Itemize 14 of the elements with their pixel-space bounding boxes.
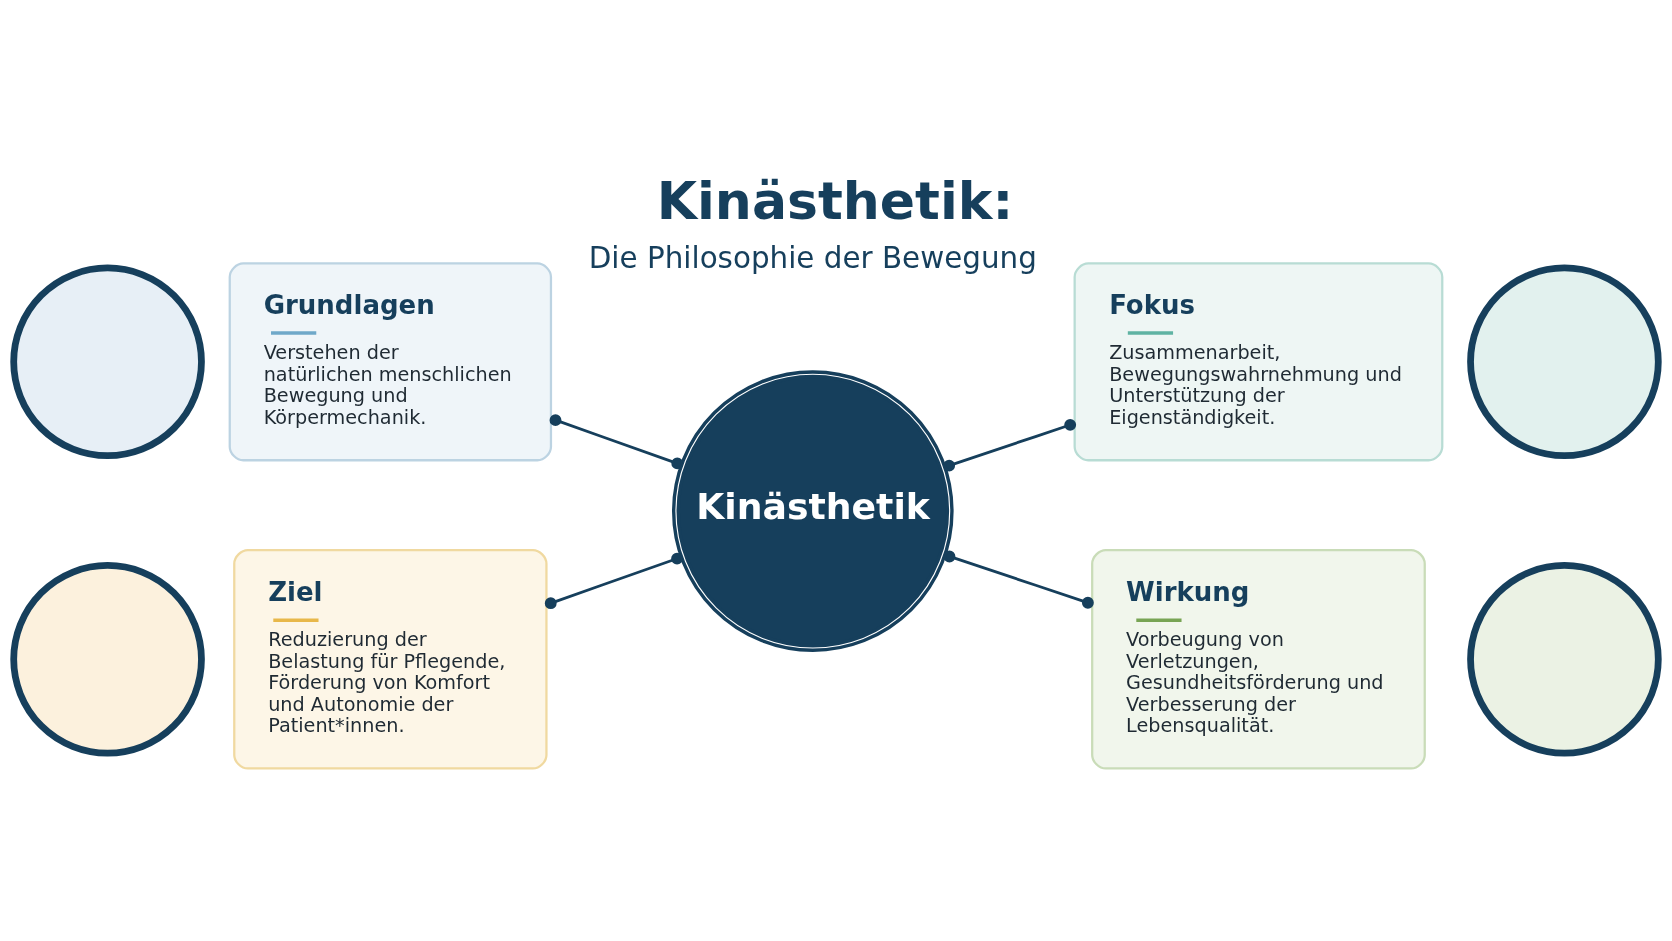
- label: Die Philosophie der Bewegung: [588, 240, 1037, 275]
- connector: [943, 418, 1077, 472]
- connector: [544, 552, 683, 609]
- node-circle: [10, 264, 205, 459]
- node-circle: [1467, 561, 1662, 757]
- node-circle: [10, 561, 205, 757]
- node-box: Fokus Zusammenarbeit, Bewegungswahrnehmung und Unterstützung der Eigenständigkeit.: [1073, 261, 1444, 461]
- node-box: Grundlagen Verstehen der natürlichen menschlichen Bewegung und Körpermechanik.: [228, 261, 553, 461]
- node-box: Wirkung Vorbeugung von Verletzungen, Gesundheitsförderung und Verbesserung der Lebensqualität.: [1091, 548, 1426, 770]
- node-box: Ziel Reduzierung der Belastung für Pflegende, Förderung von Komfort und Autonomie der Patient*innen.: [233, 548, 548, 770]
- node-circle: [1467, 264, 1662, 459]
- connector: [549, 413, 684, 469]
- diagram-title: Kinästhetik:: [656, 170, 1014, 231]
- connector: [943, 550, 1094, 609]
